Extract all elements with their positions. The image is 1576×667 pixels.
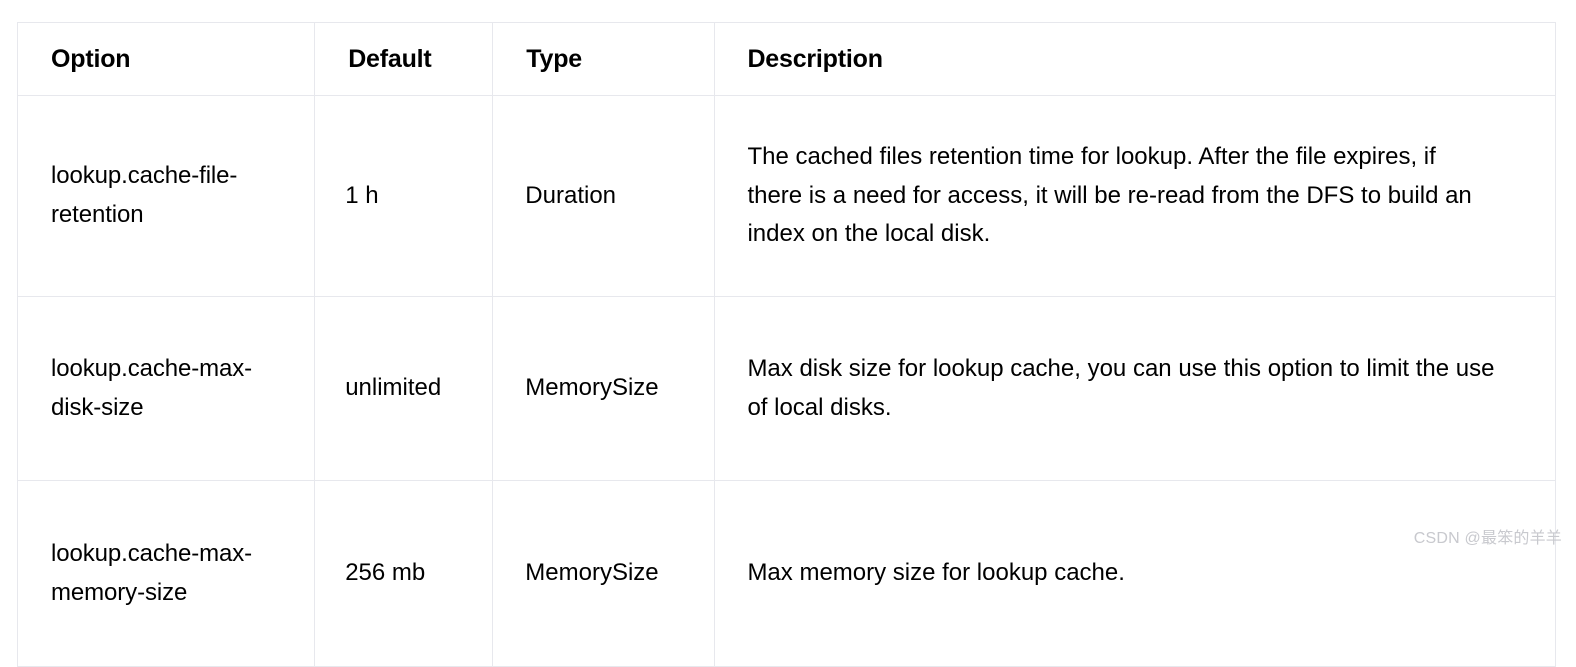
column-header-description: Description bbox=[714, 22, 1556, 96]
cell-description: The cached files retention time for look… bbox=[714, 95, 1556, 297]
cell-default: 256 mb bbox=[314, 480, 494, 667]
cell-option: lookup.cache-max-disk-size bbox=[17, 296, 316, 481]
cell-description: Max disk size for lookup cache, you can … bbox=[714, 296, 1556, 481]
watermark: CSDN @最笨的羊羊 bbox=[1413, 530, 1562, 547]
cell-option: lookup.cache-file-retention bbox=[17, 95, 316, 297]
table-header-row: Option Default Type Description bbox=[17, 22, 1556, 96]
table-header: Option Default Type Description bbox=[17, 22, 1556, 96]
column-header-default: Default bbox=[314, 22, 494, 96]
configuration-options-table: Option Default Type Description lookup.c… bbox=[17, 22, 1556, 667]
table-row: lookup.cache-max-memory-size 256 mb Memo… bbox=[17, 480, 1556, 667]
table-row: lookup.cache-file-retention 1 h Duration… bbox=[17, 95, 1556, 297]
cell-type: MemorySize bbox=[492, 296, 716, 481]
column-header-type: Type bbox=[492, 22, 716, 96]
column-header-option: Option bbox=[17, 22, 316, 96]
cell-description: Max memory size for lookup cache. bbox=[747, 559, 1125, 587]
page-root: Option Default Type Description lookup.c… bbox=[17, 22, 1562, 667]
cell-default: unlimited bbox=[314, 296, 494, 481]
table-row: lookup.cache-max-disk-size unlimited Mem… bbox=[17, 296, 1556, 481]
cell-default: 1 h bbox=[314, 95, 494, 297]
table-body: lookup.cache-file-retention 1 h Duration… bbox=[17, 95, 1556, 667]
cell-option: lookup.cache-max-memory-size bbox=[17, 480, 316, 667]
cell-type: MemorySize bbox=[492, 480, 716, 667]
cell-type: Duration bbox=[492, 95, 716, 297]
